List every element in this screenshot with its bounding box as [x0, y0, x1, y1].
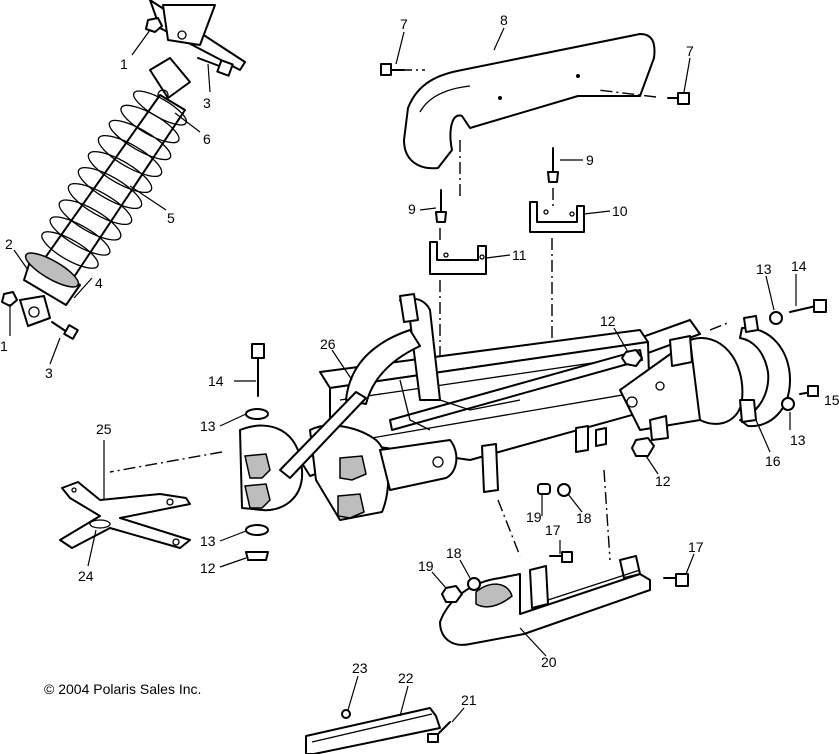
- bracket-11: [429, 241, 487, 275]
- callout-2: 2: [5, 236, 13, 252]
- callout-17: 17: [688, 539, 704, 555]
- callout-24: 24: [78, 568, 94, 584]
- callout-7: 7: [400, 16, 408, 32]
- copyright-notice: © 2004 Polaris Sales Inc.: [44, 681, 202, 697]
- spring: [39, 90, 188, 281]
- callout-18: 18: [576, 510, 592, 526]
- callout-21: 21: [461, 692, 477, 708]
- x-bracket-24: [59, 481, 191, 549]
- left-hardware: [109, 343, 269, 561]
- bolt-bottom: [51, 321, 79, 340]
- lower-rail-20: [439, 469, 689, 646]
- callout-19: 19: [418, 558, 434, 574]
- callout-23: 23: [352, 660, 368, 676]
- callout-13: 13: [790, 432, 806, 448]
- bolt-7-right: [667, 92, 690, 105]
- callout-13: 13: [756, 261, 772, 277]
- callout-14: 14: [791, 258, 807, 274]
- nut-bottom: [1, 291, 18, 307]
- callout-25: 25: [96, 421, 112, 437]
- callout-12: 12: [200, 560, 216, 576]
- callout-19: 19: [526, 509, 542, 525]
- small-rail-22: [305, 707, 451, 754]
- nut-top: [145, 17, 163, 33]
- bolt-top: [197, 57, 234, 77]
- callout-18: 18: [446, 545, 462, 561]
- callout-15: 15: [824, 392, 839, 408]
- callout-1: 1: [120, 56, 128, 72]
- callout-13: 13: [200, 533, 216, 549]
- callout-16: 16: [765, 453, 781, 469]
- shock-absorber-assembly: [1, 0, 246, 340]
- callout-14: 14: [208, 373, 224, 389]
- callout-20: 20: [541, 654, 557, 670]
- screw-9-right: [547, 147, 559, 183]
- callout-3: 3: [45, 365, 53, 381]
- screw-9-left: [435, 189, 447, 223]
- callout-leaders: [9, 27, 797, 723]
- callout-12: 12: [655, 473, 671, 489]
- callout-7: 7: [686, 43, 694, 59]
- callout-1: 1: [0, 338, 8, 354]
- callout-3: 3: [203, 95, 211, 111]
- callout-13: 13: [200, 418, 216, 434]
- callout-9: 9: [586, 152, 594, 168]
- callout-26: 26: [320, 336, 336, 352]
- callout-22: 22: [398, 670, 414, 686]
- callout-9: 9: [408, 201, 416, 217]
- callout-labels: 1 3 6 5 2 4 1 3 7 8 7 9 9 10 11 13 14 12…: [0, 12, 839, 708]
- bracket-10: [529, 201, 585, 233]
- callout-5: 5: [167, 210, 175, 226]
- main-frame: [239, 293, 744, 521]
- callout-11: 11: [512, 247, 527, 263]
- callout-17: 17: [545, 522, 561, 538]
- callout-4: 4: [95, 275, 103, 291]
- callout-10: 10: [612, 203, 628, 219]
- callout-6: 6: [203, 131, 211, 147]
- upper-rail-assembly: [380, 33, 690, 400]
- callout-12: 12: [600, 313, 616, 329]
- callout-8: 8: [500, 12, 508, 28]
